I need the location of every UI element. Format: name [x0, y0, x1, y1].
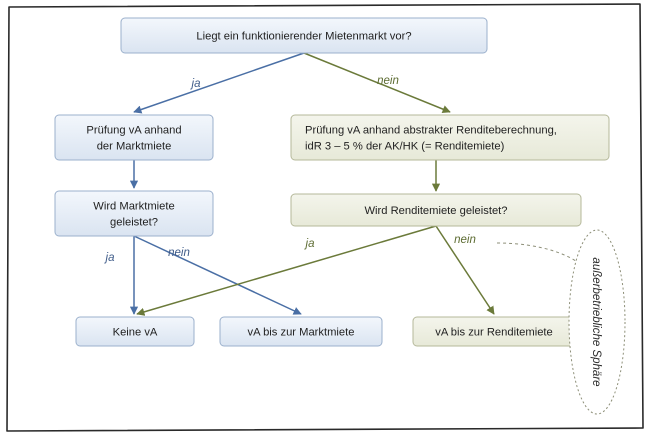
question-mietenmarkt[interactable]: Liegt ein funktionierender Mietenmarkt v…	[120, 17, 488, 54]
ausserbetriebliche-sphaere-label: außerbetriebliche Sphäre	[590, 257, 602, 386]
edge-label-rendite-ja: ja	[304, 238, 315, 250]
pruefung-va-marktmiete-box	[54, 114, 214, 161]
result-va-bis-marktmiete[interactable]: vA bis zur Marktmiete	[219, 316, 383, 347]
pruefung-va-marktmiete-line-1: der Marktmiete	[97, 141, 172, 153]
pruefung-va-renditeberechnung-box	[290, 114, 610, 161]
question-mietenmarkt-line-0: Liegt ein funktionierender Mietenmarkt v…	[196, 31, 411, 43]
edge-rendite-nein-varendite	[435, 225, 495, 315]
pruefung-va-renditeberechnung-line-0: Prüfung vA anhand abstrakter Renditebere…	[305, 125, 557, 137]
nodes-layer: Liegt ein funktionierender Mietenmarkt v…	[54, 17, 610, 347]
pruefung-va-marktmiete[interactable]: Prüfung vA anhand der Marktmiete	[54, 114, 214, 161]
result-va-bis-marktmiete-box	[219, 316, 383, 347]
question-wird-marktmiete-geleistet-line-0: Wird Marktmiete	[93, 201, 174, 213]
question-wird-marktmiete-geleistet-box	[54, 190, 214, 237]
edge-markt-nein-vamarkt	[133, 235, 302, 315]
edge-root-ja	[133, 52, 305, 114]
edge-label-root-ja: ja	[190, 78, 201, 90]
edge-rendite-ja-keinevA	[136, 225, 437, 316]
pruefung-va-renditeberechnung[interactable]: Prüfung vA anhand abstrakter Renditebere…	[290, 114, 610, 161]
ausserbetriebliche-sphaere-ellipse	[568, 229, 626, 415]
result-va-bis-marktmiete-line-0: vA bis zur Marktmiete	[248, 327, 355, 339]
edge-root-nein	[303, 52, 451, 114]
pruefung-va-marktmiete-line-0: Prüfung vA anhand	[86, 125, 181, 137]
edges-layer	[129, 52, 589, 316]
result-keine-va[interactable]: Keine vA	[75, 316, 195, 347]
question-wird-renditemiete-geleistet-line-0: Wird Renditemiete geleistet?	[364, 205, 507, 217]
result-va-bis-renditemiete-line-0: vA bis zur Renditemiete	[435, 327, 553, 339]
result-keine-va-line-0: Keine vA	[113, 327, 158, 339]
result-va-bis-renditemiete[interactable]: vA bis zur Renditemiete	[412, 316, 576, 347]
edge-label-markt-nein: nein	[168, 247, 190, 259]
question-wird-marktmiete-geleistet[interactable]: Wird Marktmiete geleistet?	[54, 190, 214, 237]
question-wird-marktmiete-geleistet-line-1: geleistet?	[110, 217, 158, 229]
edge-label-markt-ja: ja	[104, 252, 115, 264]
question-wird-renditemiete-geleistet-box	[290, 193, 582, 227]
edge-label-root-nein: nein	[377, 75, 399, 87]
question-mietenmarkt-box	[120, 17, 488, 54]
sphere-group: außerbetriebliche Sphäre	[568, 229, 626, 415]
question-wird-renditemiete-geleistet[interactable]: Wird Renditemiete geleistet?	[290, 193, 582, 227]
result-keine-va-box	[75, 316, 195, 347]
pruefung-va-renditeberechnung-line-1: idR 3 – 5 % der AK/HK (= Renditemiete)	[305, 141, 505, 153]
edge-labels-layer: ja nein ja nein ja nein	[104, 75, 476, 264]
edge-label-rendite-nein: nein	[454, 234, 476, 246]
